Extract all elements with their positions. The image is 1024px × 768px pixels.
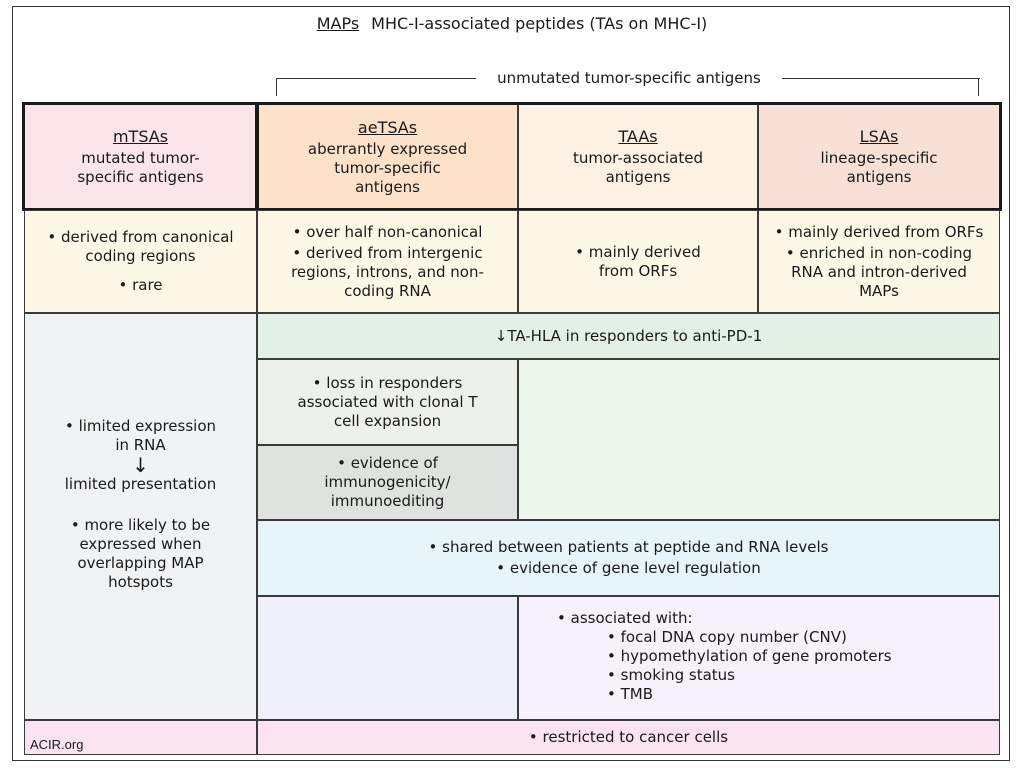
- credit-label: ACIR.org: [30, 737, 84, 752]
- restricted-row: restricted to cancer cells: [257, 720, 1000, 755]
- header-taas-abbr: TAAs: [618, 127, 658, 146]
- shared-row: shared between patients at peptide and R…: [257, 520, 1000, 596]
- header-divider-mtsas: [255, 102, 259, 211]
- associated-with-cell: associated with: focal DNA copy number (…: [518, 596, 1000, 720]
- origin-mtsas-item-1: derived from canonical coding regions: [36, 228, 246, 266]
- origin-aetsas-item-1: over half non-canonical: [273, 223, 503, 242]
- title-abbr: MAPs: [316, 14, 360, 33]
- immunogenicity-text: evidence of immunogenicity/ immunoeditin…: [313, 454, 463, 511]
- origin-lsas-item-1: mainly derived from ORFs: [774, 223, 984, 242]
- header-aetsas: aeTSAs aberrantly expressed tumor-specif…: [257, 104, 518, 210]
- ta-hla-row: ↓TA-HLA in responders to anti-PD-1: [257, 313, 1000, 359]
- associated-item-cnv: focal DNA copy number (CNV): [607, 628, 892, 647]
- associated-item-hypomethylation: hypomethylation of gene promoters: [607, 647, 892, 666]
- shared-item-2: evidence of gene level regulation: [429, 559, 829, 578]
- left-column-mtsas: limited expression in RNA ↓ limited pres…: [24, 313, 257, 720]
- bracket-tick-left: [276, 78, 277, 96]
- bracket-tick-right: [978, 78, 979, 96]
- diagram-title: MAPs MHC-I-associated peptides (TAs on MH…: [0, 14, 1024, 33]
- header-taas-desc: tumor-associated antigens: [572, 149, 704, 186]
- left-item-1-line-2: in RNA: [115, 436, 166, 454]
- left-item-2: more likely to be expressed when overlap…: [66, 516, 216, 592]
- associated-heading: associated with:: [557, 609, 892, 628]
- immunogenicity-cell: evidence of immunogenicity/ immunoeditin…: [257, 445, 518, 520]
- origin-aetsas: over half non-canonical derived from int…: [257, 210, 518, 313]
- header-aetsas-abbr: aeTSAs: [357, 117, 418, 137]
- blank-green-cell: [518, 359, 1000, 520]
- origin-taas: mainly derived from ORFs: [518, 210, 758, 313]
- title-full: MHC-I-associated peptides (TAs on MHC-I): [371, 14, 708, 33]
- shared-item-1: shared between patients at peptide and R…: [429, 538, 828, 557]
- header-row-outline: [22, 102, 1002, 211]
- header-aetsas-desc: aberrantly expressed tumor-specific anti…: [307, 139, 468, 196]
- loss-in-responders-cell: loss in responders associated with clona…: [257, 359, 518, 445]
- ta-hla-text: ↓TA-HLA in responders to anti-PD-1: [494, 326, 763, 345]
- origin-mtsas-item-2: rare: [36, 276, 246, 295]
- associated-item-smoking: smoking status: [607, 666, 892, 685]
- header-mtsas-desc: mutated tumor-specific antigens: [77, 149, 204, 186]
- origin-aetsas-item-2: derived from intergenic regions, introns…: [273, 244, 503, 301]
- origin-lsas: mainly derived from ORFs enriched in non…: [758, 210, 1000, 313]
- restricted-text: restricted to cancer cells: [529, 728, 729, 747]
- header-lsas-abbr: LSAs: [859, 127, 899, 146]
- loss-in-responders-text: loss in responders associated with clona…: [288, 374, 488, 431]
- origin-mtsas: derived from canonical coding regions ra…: [24, 210, 257, 313]
- header-lsas-desc: lineage-specific antigens: [820, 149, 938, 186]
- blank-lavender-cell: [257, 596, 518, 720]
- origin-taas-item-1: mainly derived from ORFs: [568, 243, 708, 281]
- left-item-1-line-1: limited expression: [78, 417, 217, 435]
- left-item-1-result: limited presentation: [64, 475, 217, 493]
- associated-item-tmb: TMB: [607, 685, 892, 704]
- bracket-label: unmutated tumor-specific antigens: [476, 68, 782, 88]
- header-mtsas: mTSAs mutated tumor-specific antigens: [24, 104, 257, 210]
- header-mtsas-abbr: mTSAs: [112, 127, 169, 146]
- origin-lsas-item-2: enriched in non-coding RNA and intron-de…: [774, 244, 984, 301]
- restricted-row-left: [24, 720, 257, 755]
- down-arrow-icon: ↓: [132, 453, 149, 477]
